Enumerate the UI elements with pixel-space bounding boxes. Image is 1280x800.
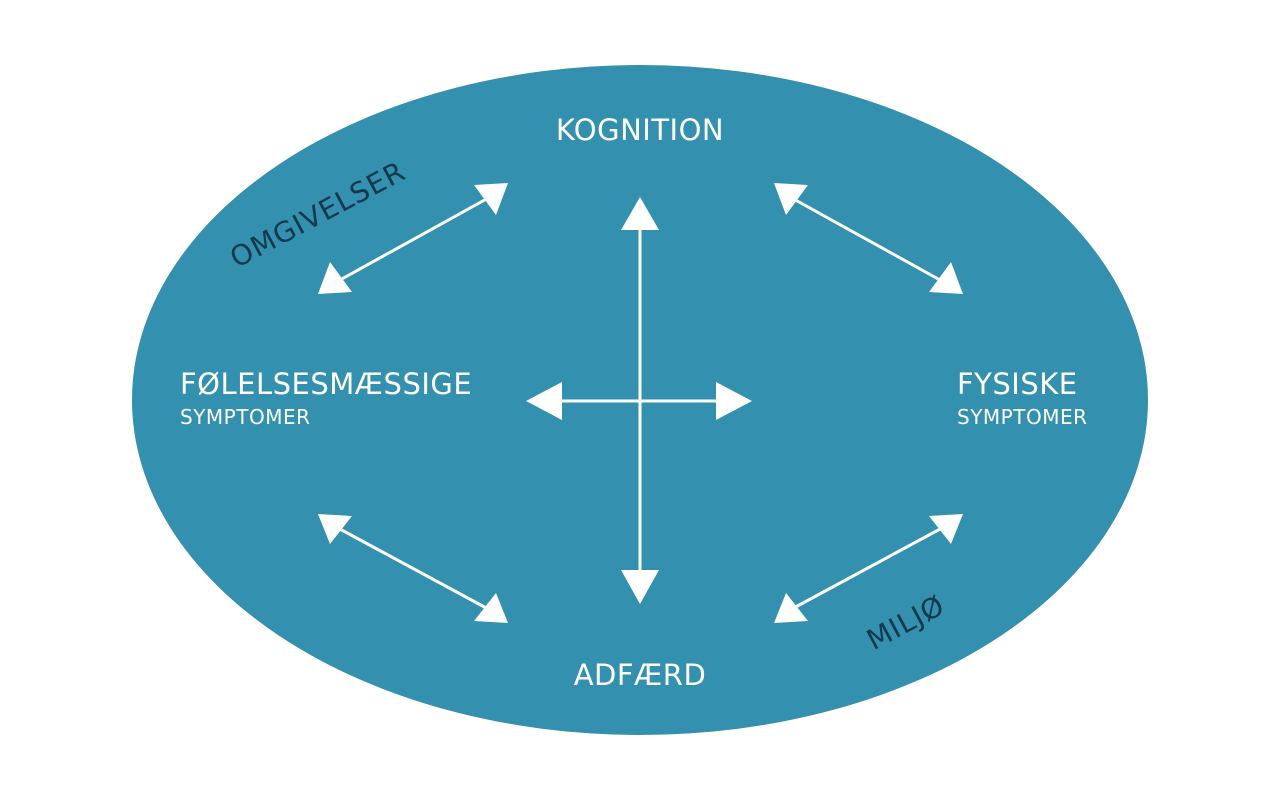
node-label-bottom: ADFÆRD: [573, 658, 707, 692]
arrow-top-right: [774, 183, 963, 294]
triangle-arrowhead-icon: [318, 262, 352, 294]
triangle-arrowhead-icon: [929, 262, 963, 294]
triangle-arrowhead-icon: [621, 197, 659, 230]
node-label-top: KOGNITION: [555, 113, 725, 147]
triangle-arrowhead-icon: [621, 570, 659, 604]
arrow-left-top: [318, 183, 508, 294]
triangle-arrowhead-icon: [774, 593, 808, 623]
triangle-arrowhead-icon: [774, 183, 808, 215]
node-sublabel-right: SYMPTOMER: [957, 405, 1088, 429]
triangle-arrowhead-icon: [929, 514, 963, 544]
triangle-arrowhead-icon: [526, 382, 562, 420]
node-sublabel-left: SYMPTOMER: [180, 405, 311, 429]
arrow-left-right: [526, 382, 752, 420]
triangle-arrowhead-icon: [474, 593, 508, 623]
arrow-bottom-right: [774, 514, 963, 623]
triangle-arrowhead-icon: [474, 183, 508, 215]
node-label-left: FØLELSESMÆSSIGE: [180, 367, 473, 401]
arrow-left-bottom: [318, 514, 508, 623]
triangle-arrowhead-icon: [716, 382, 752, 420]
node-label-right: FYSISKE: [957, 367, 1078, 401]
triangle-arrowhead-icon: [318, 514, 352, 544]
